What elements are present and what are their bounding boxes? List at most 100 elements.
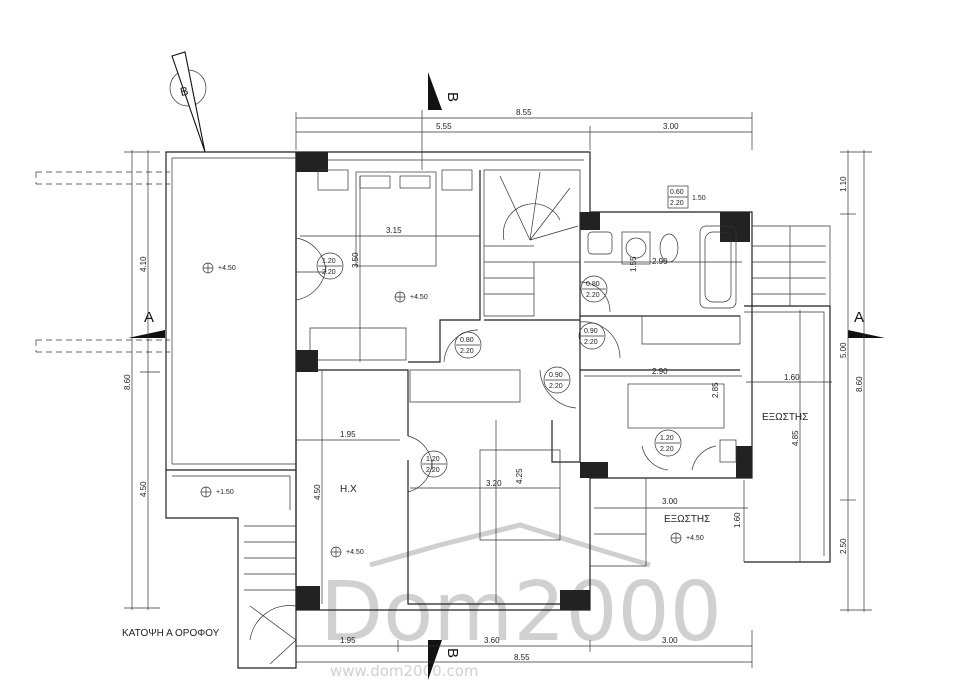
stair-block-outline	[165, 470, 297, 669]
dashed-projections	[35, 171, 170, 353]
dim-right-total: 8.60	[855, 376, 864, 392]
svg-text:+4.50: +4.50	[410, 294, 428, 301]
svg-text:0.60: 0.60	[670, 189, 684, 196]
svg-text:0.90: 0.90	[549, 372, 563, 379]
svg-text:2.20: 2.20	[549, 383, 563, 390]
dim-bottom-a: 1.95	[340, 636, 356, 645]
dim-bal-s-depth: 1.60	[733, 512, 742, 528]
dim-left-total: 8.60	[123, 374, 132, 390]
door-tag: 1.20 2.20	[654, 429, 682, 457]
svg-text:2.20: 2.20	[670, 200, 684, 207]
door-tag: 0.90 2.20	[543, 366, 571, 394]
level-markers: +4.50 +4.50 +1.50 +4.50 +4.50	[200, 262, 704, 558]
dim-room-e-depth: 2.85	[711, 382, 720, 398]
dim-top-total: 8.55	[516, 108, 532, 117]
dim-right-mid: 5.00	[839, 342, 848, 358]
sink	[587, 231, 613, 255]
dim-bedroom-width: 3.15	[386, 226, 402, 235]
room-balcony-south: ΕΞΩΣΤΗΣ	[664, 514, 710, 525]
interior-dim-labels: 3.15 3.50 2.90 1.55 2.90 2.85 1.95 4.50 …	[313, 226, 800, 528]
svg-text:+4.50: +4.50	[686, 535, 704, 542]
svg-text:2.20: 2.20	[322, 269, 336, 276]
dim-bal-e-depth: 4.85	[791, 430, 800, 446]
watermark: Dom2000 www.dom2000.com	[320, 522, 722, 680]
dim-bal-e-width: 1.60	[784, 373, 800, 382]
level-bedroom: +4.50	[394, 291, 428, 303]
watermark-roof	[369, 522, 651, 568]
dim-top-left: 5.55	[436, 122, 452, 131]
section-b-top-label: B	[444, 92, 461, 102]
dim-bath-width: 2.90	[652, 257, 668, 266]
level-hx: +4.50	[330, 546, 364, 558]
bed-east	[627, 383, 725, 429]
watermark-url: www.dom2000.com	[330, 662, 478, 680]
door-swings	[295, 237, 717, 493]
section-a-left-arrow	[128, 330, 165, 338]
svg-text:2.20: 2.20	[660, 446, 674, 453]
north-arrow: B	[169, 51, 207, 153]
dim-room-s-depth: 4.25	[515, 468, 524, 484]
dims-left: 4.10 8.60 4.50	[123, 150, 160, 610]
door-tag: 0.80 2.20	[454, 331, 482, 359]
room-balcony-east: ΕΞΩΣΤΗΣ	[762, 412, 808, 423]
bathtub	[699, 225, 737, 309]
svg-text:0.80: 0.80	[586, 281, 600, 288]
door-tag: 0.80 2.20	[580, 275, 608, 303]
shower	[621, 231, 651, 265]
bathroom-fixtures	[587, 225, 737, 309]
svg-text:2.20: 2.20	[426, 467, 440, 474]
svg-text:+1.50: +1.50	[216, 489, 234, 496]
svg-text:0.80: 0.80	[460, 337, 474, 344]
dim-bal-s-width: 3.00	[662, 497, 678, 506]
watermark-text: Dom2000	[320, 565, 722, 660]
level-stair-landing: +1.50	[200, 486, 234, 498]
dim-room-e-width: 2.90	[652, 367, 668, 376]
section-a-right-label: A	[854, 309, 864, 326]
dim-room-s-width: 3.20	[486, 479, 502, 488]
balcony-rails	[752, 225, 831, 306]
section-a-right-arrow	[848, 330, 885, 338]
section-b-bottom: B	[428, 640, 461, 680]
door-tag: 1.20 2.20	[316, 252, 344, 280]
svg-text:0.90: 0.90	[584, 328, 598, 335]
balcony-east-outline	[744, 305, 831, 563]
section-b-top: B	[421, 72, 461, 170]
dim-bedroom-depth: 3.50	[351, 252, 360, 268]
dim-top-right: 3.00	[663, 122, 679, 131]
level-terrace: +4.50	[202, 262, 236, 274]
room-hx: Η.Χ	[340, 484, 357, 495]
north-mark: B	[179, 84, 190, 99]
svg-text:2.20: 2.20	[460, 348, 474, 355]
svg-text:1.20: 1.20	[426, 456, 440, 463]
main-outline	[295, 151, 753, 611]
section-a-left: A	[128, 309, 165, 338]
dim-left-lower: 4.50	[139, 481, 148, 497]
interior-dims	[296, 176, 832, 604]
bed-main	[355, 171, 437, 267]
dim-bottom-b: 3.60	[484, 636, 500, 645]
room-labels: Η.Χ ΕΞΩΣΤΗΣ ΕΞΩΣΤΗΣ	[340, 412, 808, 525]
dim-bath-depth: 1.55	[629, 256, 638, 272]
terrace-outline	[165, 151, 297, 471]
svg-text:1.20: 1.20	[660, 435, 674, 442]
lower-stairs	[244, 525, 297, 665]
door-tag: 0.90 2.20	[578, 322, 606, 350]
north-needle	[171, 51, 206, 153]
section-b-bottom-label: B	[444, 648, 461, 658]
level-balcony-south: +4.50	[670, 532, 704, 544]
plan-title: ΚΑΤΟΨΗ Α ΟΡΟΦΟΥ	[122, 628, 220, 639]
section-b-top-arrow	[428, 72, 442, 110]
svg-text:+4.50: +4.50	[218, 265, 236, 272]
dim-hx-width: 1.95	[340, 430, 356, 439]
svg-text:2.20: 2.20	[584, 339, 598, 346]
furniture	[317, 169, 737, 463]
window-tag: 0.60 2.20 1.50	[667, 185, 706, 209]
dim-bottom-c: 3.00	[662, 636, 678, 645]
dims-top: 8.55 5.55 3.00	[295, 108, 753, 150]
door-tags: 1.20 2.20 0.80 2.20 0.80 2.20 0.90 2.20 …	[316, 252, 682, 478]
main-stairs	[483, 169, 581, 317]
section-a-right: A	[848, 309, 885, 338]
dims-bottom: 1.95 3.60 3.00 8.55	[295, 630, 753, 668]
svg-text:1.50: 1.50	[692, 195, 706, 202]
